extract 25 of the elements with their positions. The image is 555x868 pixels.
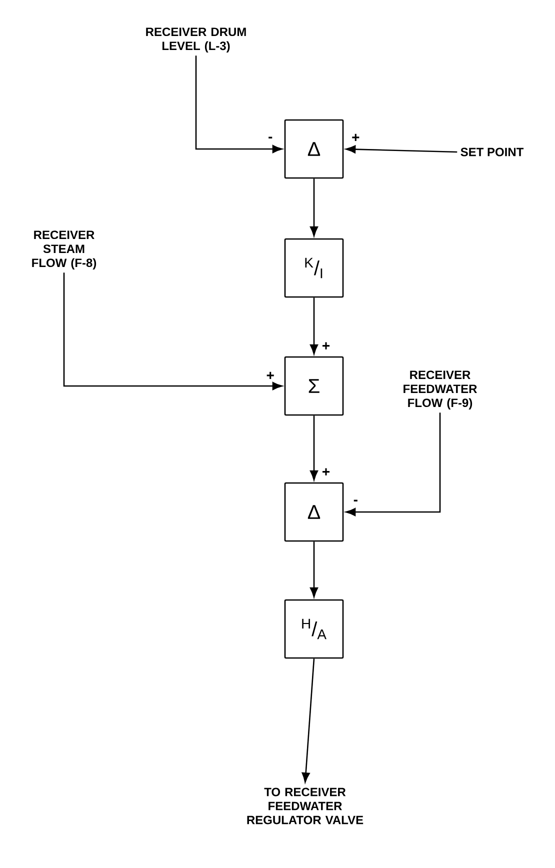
block-box: Δ <box>284 119 344 179</box>
signal-label: TO RECEIVER FEEDWATER REGULATOR VALVE <box>247 788 364 824</box>
arrow <box>310 416 318 480</box>
sign-label: + <box>350 132 361 144</box>
block-box: $^{H}$/$_{A}$ <box>284 599 344 659</box>
signal-label: RECEIVER FEEDWATER FLOW (F-9) <box>404 370 477 410</box>
sign-label: + <box>265 370 276 382</box>
arrow <box>310 542 318 598</box>
arrow <box>195 56 282 154</box>
block-box: Δ <box>284 482 344 542</box>
block-box: Σ <box>284 356 344 416</box>
signal-label: SET POINT <box>460 148 524 156</box>
arrow <box>346 145 458 154</box>
sign-label: + <box>320 341 332 352</box>
signal-label: RECEIVER DRUM LEVEL (L-3) <box>146 28 246 52</box>
signal-label: RECEIVER STEAM FLOW (F-8) <box>32 230 96 270</box>
sign-label: - <box>352 498 359 506</box>
arrow <box>346 412 441 516</box>
sign-label: - <box>267 136 274 142</box>
arrow <box>310 298 318 354</box>
block-box: $^{K}$/$_{I}$ <box>284 238 344 298</box>
arrow <box>310 178 318 236</box>
sign-label: + <box>320 467 332 478</box>
arrow <box>302 658 315 783</box>
arrow <box>63 272 282 390</box>
